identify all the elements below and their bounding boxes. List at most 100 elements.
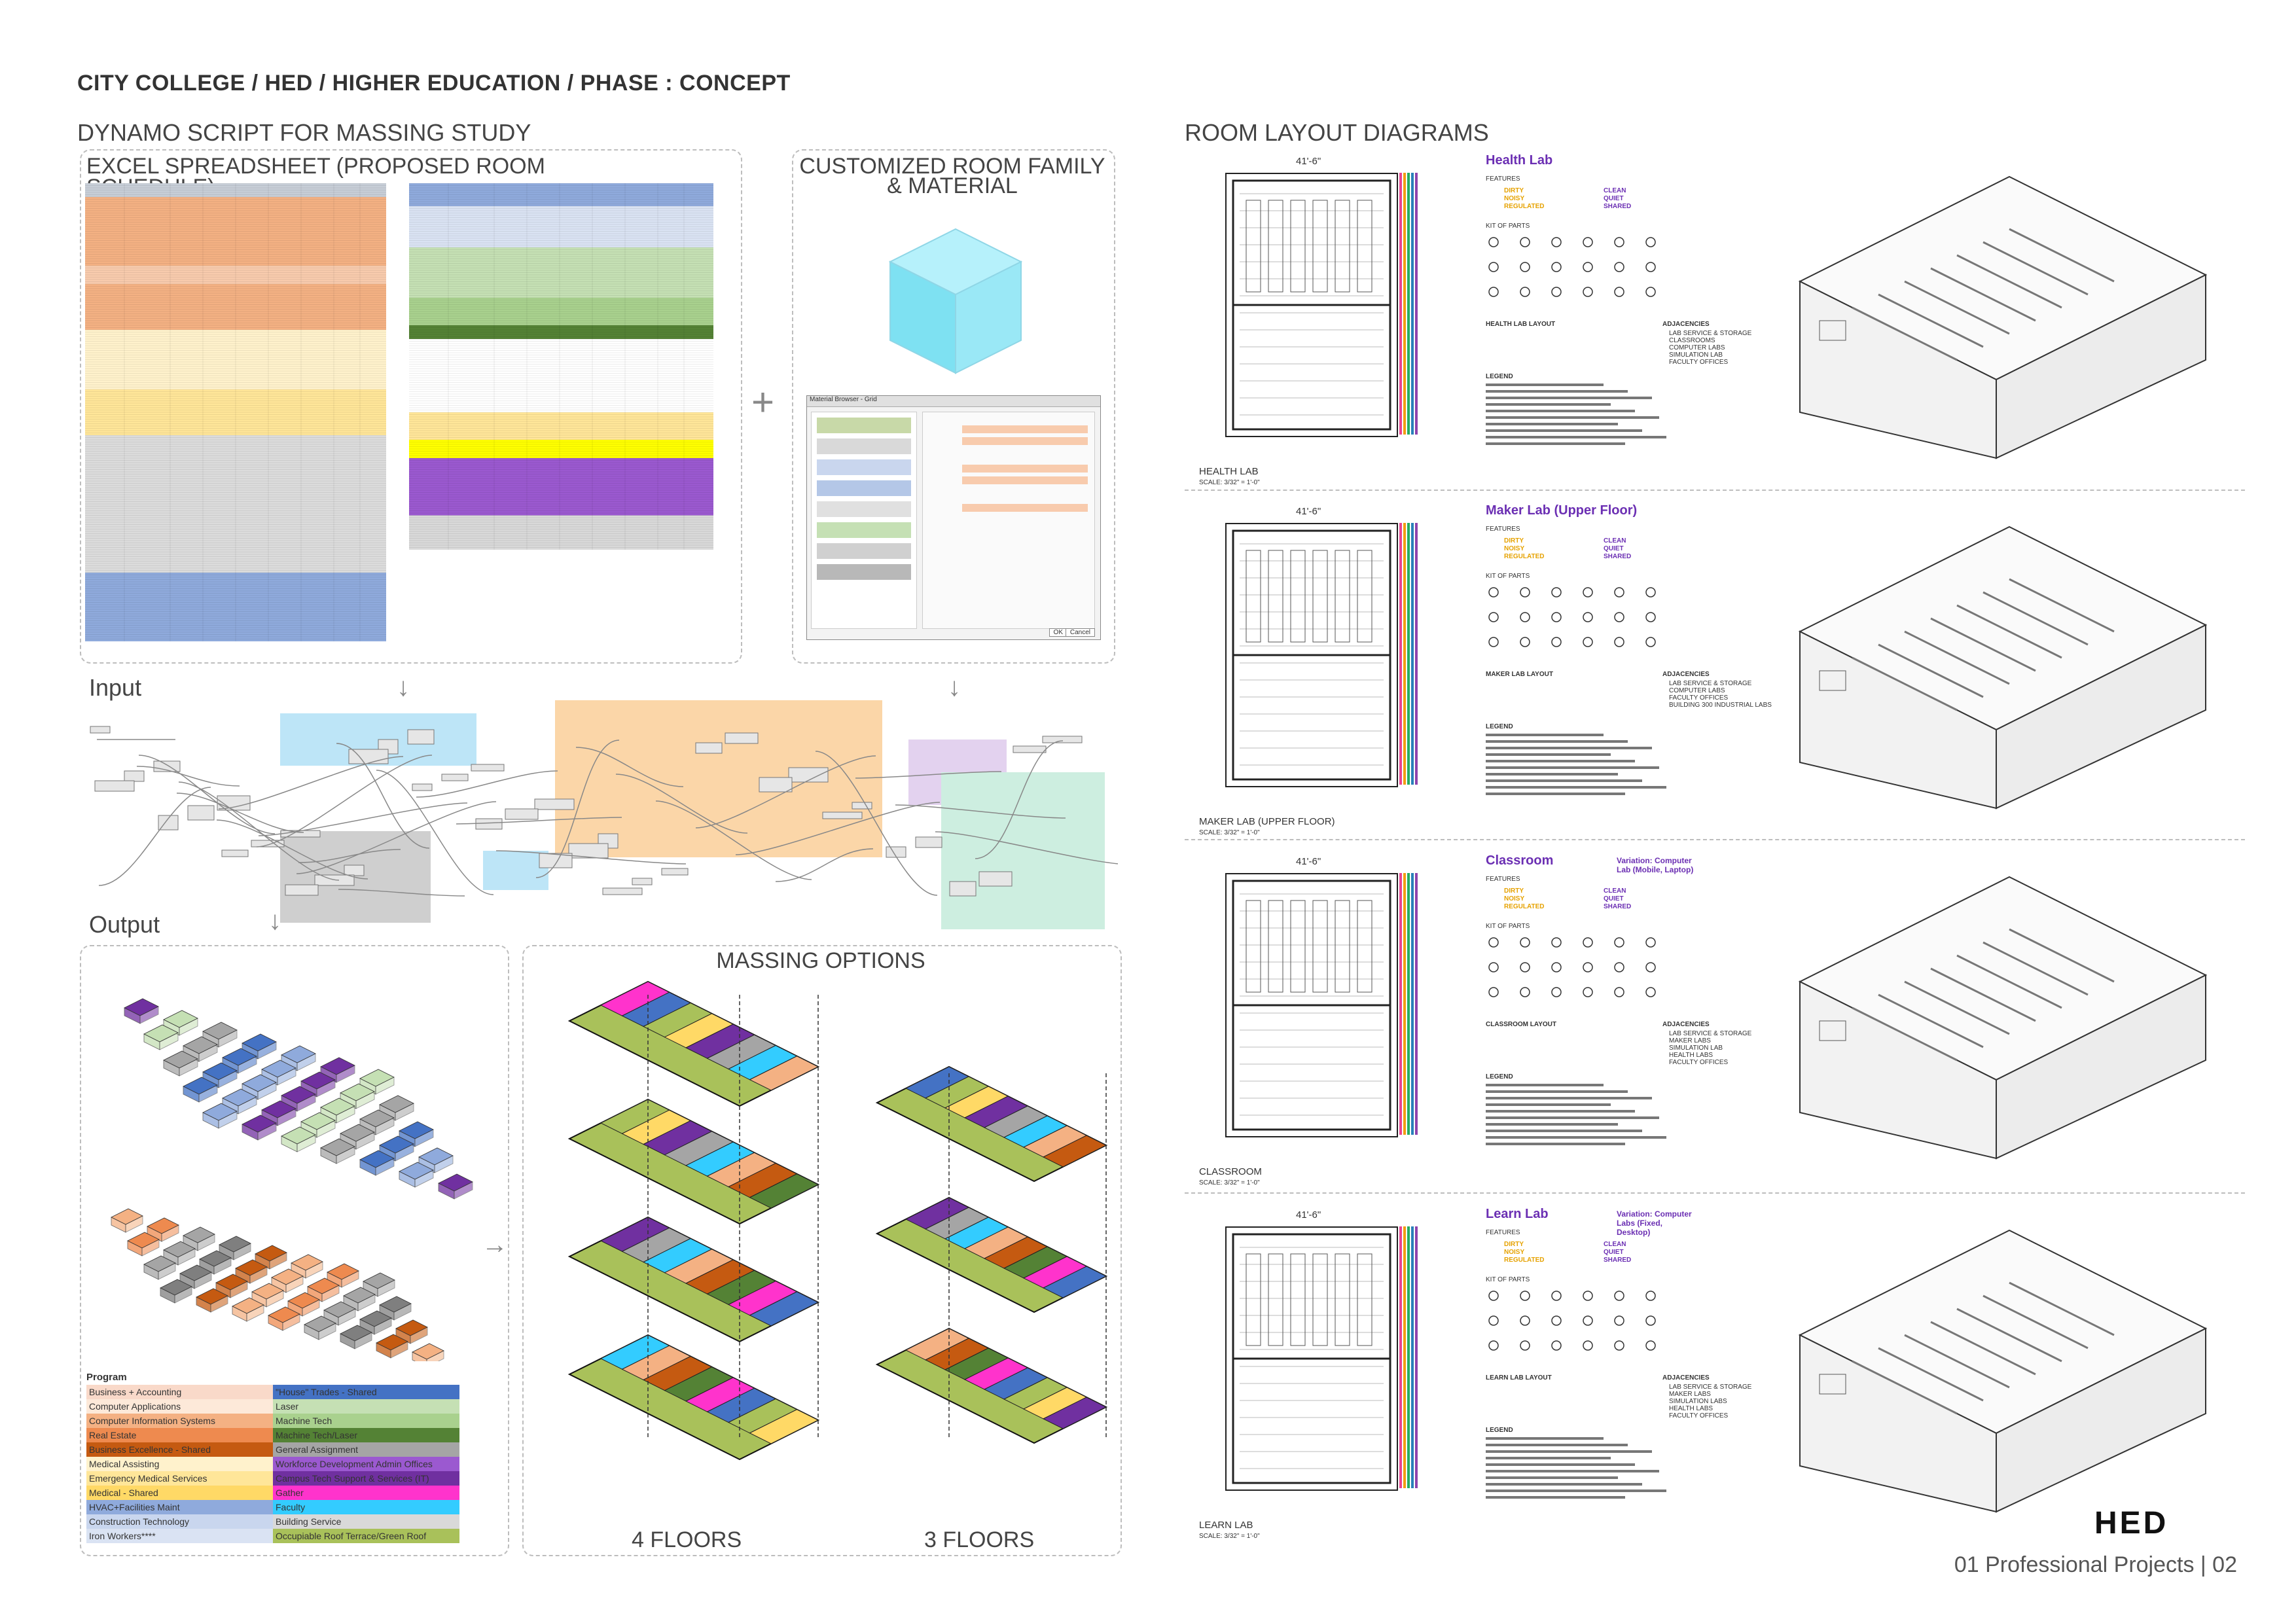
adjacency-item: LAB SERVICE & STORAGE <box>1669 1030 1752 1037</box>
layout-title: HEALTH LAB LAYOUT <box>1486 321 1556 328</box>
page-title: CITY COLLEGE / HED / HIGHER EDUCATION / … <box>77 71 791 96</box>
adjacency-item: BUILDING 300 INDUSTRIAL LABS <box>1669 702 1772 709</box>
feature-quiet: QUIET <box>1604 1249 1624 1256</box>
adjacency-item: MAKER LABS <box>1669 1037 1711 1044</box>
kit-icons <box>1488 237 1656 297</box>
feature-shared: SHARED <box>1604 1257 1632 1264</box>
feature-shared: SHARED <box>1604 903 1632 910</box>
feature-quiet: QUIET <box>1604 895 1624 902</box>
features-label: FEATURES <box>1486 1229 1520 1236</box>
floor-plan <box>1225 873 1398 1137</box>
legend-item: Machine Tech/Laser <box>273 1428 459 1442</box>
adjacency-item: FACULTY OFFICES <box>1669 359 1729 366</box>
feature-clean: CLEAN <box>1604 1241 1626 1248</box>
room-title: Health Lab <box>1486 153 1553 168</box>
legend-item: HVAC+Facilities Maint <box>86 1500 273 1514</box>
kit-of-parts-label: KIT OF PARTS <box>1486 223 1530 230</box>
feature-shared: SHARED <box>1604 553 1632 560</box>
plan-caption: LEARN LAB <box>1199 1520 1253 1531</box>
dynamo-graph <box>90 700 1118 929</box>
material-list[interactable] <box>811 412 917 629</box>
adjacency-item: HEALTH LABS <box>1669 1052 1713 1059</box>
cube-icon <box>888 228 1023 374</box>
legend-item: Business + Accounting <box>86 1385 273 1399</box>
layout-title: LEARN LAB LAYOUT <box>1486 1374 1552 1382</box>
feature-noisy: NOISY <box>1504 545 1525 552</box>
adjacencies-label: ADJACENCIES <box>1662 1021 1710 1028</box>
legend-item: Campus Tech Support & Services (IT) <box>273 1471 459 1486</box>
room-diagram: 41'-6" MAKER LAB (UPPER FLOOR) SCALE: 3/… <box>1185 501 2245 841</box>
floor-plan <box>1225 523 1398 787</box>
plus-icon: + <box>751 380 775 424</box>
adjacencies-label: ADJACENCIES <box>1662 321 1710 328</box>
legend-item: Medical Assisting <box>86 1457 273 1471</box>
legend-item: Building Service <box>273 1514 459 1529</box>
color-stripes <box>1399 1226 1418 1488</box>
arrow-down-icon: ↓ <box>397 673 410 702</box>
legend-item: Business Excellence - Shared <box>86 1442 273 1457</box>
legend-item: General Assignment <box>273 1442 459 1457</box>
dialog-cancel-button[interactable]: Cancel <box>1065 628 1095 637</box>
legend-label: LEGEND <box>1486 373 1513 380</box>
kit-of-parts-label: KIT OF PARTS <box>1486 573 1530 580</box>
room-diagram: 41'-6" CLASSROOM SCALE: 3/32" = 1'-0" Cl… <box>1185 851 2245 1191</box>
legend-item: Iron Workers**** <box>86 1529 273 1543</box>
feature-clean: CLEAN <box>1604 887 1626 895</box>
output-blocks <box>111 998 473 1361</box>
dynamo-section-title: DYNAMO SCRIPT FOR MASSING STUDY <box>77 119 531 146</box>
plan-dimension: 41'-6" <box>1296 1209 1321 1221</box>
feature-quiet: QUIET <box>1604 545 1624 552</box>
option-4-floors: 4 FLOORS <box>632 1527 742 1552</box>
adjacency-item: COMPUTER LABS <box>1669 687 1725 694</box>
plan-scale: SCALE: 3/32" = 1'-0" <box>1199 1179 1260 1186</box>
floor-plan <box>1225 1226 1398 1491</box>
isometric-view <box>1798 526 2208 810</box>
legend-item: Computer Applications <box>86 1399 273 1414</box>
adjacency-item: SIMULATION LAB <box>1669 351 1723 359</box>
section-divider <box>1185 839 2245 840</box>
legend-item: Laser <box>273 1399 459 1414</box>
plan-caption: CLASSROOM <box>1199 1166 1262 1177</box>
legend-row: Business + Accounting"House" Trades - Sh… <box>86 1385 459 1399</box>
adjacency-item: FACULTY OFFICES <box>1669 1412 1729 1419</box>
legend-item: Real Estate <box>86 1428 273 1442</box>
room-title: Maker Lab (Upper Floor) <box>1486 503 1638 518</box>
adjacency-item: FACULTY OFFICES <box>1669 1059 1729 1066</box>
plan-dimension: 41'-6" <box>1296 856 1321 867</box>
legend-lines <box>1486 1084 1666 1145</box>
adjacencies-label: ADJACENCIES <box>1662 671 1710 678</box>
legend-label: LEGEND <box>1486 1427 1513 1434</box>
features-label: FEATURES <box>1486 526 1520 533</box>
room-variation: Variation: Computer Lab (Mobile, Laptop) <box>1617 856 1694 874</box>
features-label: FEATURES <box>1486 175 1520 183</box>
feature-regulated: REGULATED <box>1504 203 1545 210</box>
room-title: Classroom <box>1486 853 1554 868</box>
adjacency-item: LAB SERVICE & STORAGE <box>1669 330 1752 337</box>
plan-scale: SCALE: 3/32" = 1'-0" <box>1199 1533 1260 1540</box>
legend-item: Occupiable Roof Terrace/Green Roof <box>273 1529 459 1543</box>
plan-dimension: 41'-6" <box>1296 506 1321 517</box>
feature-clean: CLEAN <box>1604 187 1626 194</box>
color-stripes <box>1399 523 1418 785</box>
feature-dirty: DIRTY <box>1504 187 1524 194</box>
legend-item: Gather <box>273 1486 459 1500</box>
legend-lines <box>1486 1437 1666 1499</box>
adjacency-item: FACULTY OFFICES <box>1669 694 1729 702</box>
feature-regulated: REGULATED <box>1504 1257 1545 1264</box>
isometric-view <box>1798 175 2208 459</box>
legend-lines <box>1486 734 1666 795</box>
feature-dirty: DIRTY <box>1504 887 1524 895</box>
room-diagram: 41'-6" LEARN LAB SCALE: 3/32" = 1'-0" Le… <box>1185 1204 2245 1544</box>
kit-icons <box>1488 587 1656 647</box>
massing-diagram <box>567 980 1108 1461</box>
adjacency-item: LAB SERVICE & STORAGE <box>1669 1383 1752 1391</box>
legend-label: LEGEND <box>1486 1073 1513 1080</box>
option-3-floors: 3 FLOORS <box>924 1527 1035 1552</box>
dialog-ok-button[interactable]: OK <box>1049 628 1067 637</box>
